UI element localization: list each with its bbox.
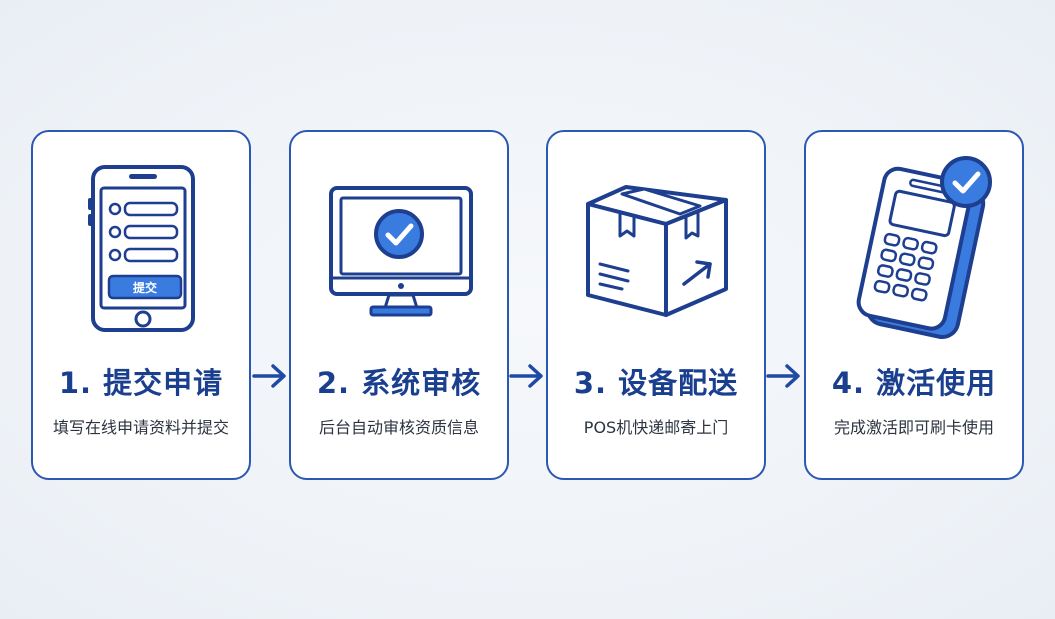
step-card-4: 4. 激活使用 完成激活即可刷卡使用 [804,130,1024,480]
step-card-1: 提交 1. 提交申请 填写在线申请资料并提交 [31,130,251,480]
step-title-4: 4. 激活使用 [831,366,997,400]
step-description-3: POS机快递邮寄上门 [583,418,729,437]
monitor-check-icon [291,132,507,347]
phone-form-icon [33,132,249,347]
step-description-4: 完成激活即可刷卡使用 [833,418,994,437]
step-card-2: 2. 系统审核 后台自动审核资质信息 [289,130,509,480]
arrow-right-icon [766,362,802,390]
step-description-2: 后台自动审核资质信息 [318,418,479,437]
arrow-right-icon [509,362,545,390]
pos-terminal-check-icon [806,132,1022,347]
step-title-3: 3. 设备配送 [573,366,739,400]
step-title-1: 1. 提交申请 [58,366,224,400]
package-box-icon [548,132,764,347]
step-card-3: 3. 设备配送 POS机快递邮寄上门 [546,130,766,480]
submit-button-graphic: 提交 [109,276,181,298]
submit-button-label: 提交 [132,281,157,295]
arrow-right-icon [252,362,288,390]
step-title-2: 2. 系统审核 [316,366,482,400]
step-description-1: 填写在线申请资料并提交 [52,418,229,437]
